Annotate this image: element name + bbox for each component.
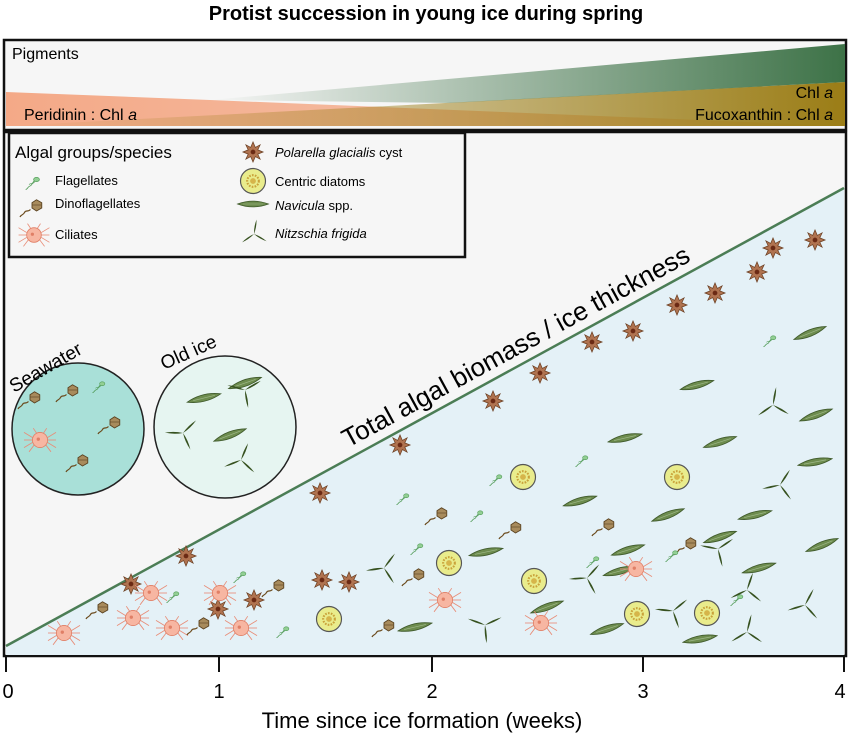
- x-axis: 0 1 2 3 4 Time since ice formation (week…: [2, 655, 846, 733]
- polarella-cyst-icon: [529, 362, 551, 384]
- centric-diatom-icon: [693, 599, 721, 627]
- polarella-cyst-icon: [338, 571, 360, 593]
- polarella-cyst-icon: [762, 237, 784, 259]
- legend-ciliates: Ciliates: [55, 227, 98, 242]
- x-tick-3: 3: [637, 681, 648, 703]
- polarella-cyst-icon: [309, 482, 331, 504]
- polarella-cyst-icon: [622, 320, 644, 342]
- polarella-cyst-icon: [311, 569, 333, 591]
- chl-band: [210, 44, 845, 103]
- x-tick-4: 4: [834, 681, 845, 703]
- seawater-circle: [11, 362, 145, 496]
- legend-nitzschia: Nitzschia frigida: [275, 226, 367, 241]
- x-tick-0: 0: [2, 681, 13, 703]
- legend-centric: Centric diatoms: [275, 174, 366, 189]
- polarella-cyst-icon: [666, 294, 688, 316]
- x-axis-label: Time since ice formation (weeks): [262, 708, 583, 733]
- pigments-panel: Pigments Chl a Peridinin : Chl a Fucoxan…: [2, 38, 848, 132]
- polarella-cyst-icon: [389, 434, 411, 456]
- polarella-cyst-icon: [243, 589, 265, 611]
- legend-dinoflagellates: Dinoflagellates: [55, 196, 141, 211]
- figure-title: Protist succession in young ice during s…: [209, 3, 644, 25]
- centric-diatom-icon: [509, 463, 537, 491]
- centric-diatom-icon: [623, 600, 651, 628]
- chl-label: Chl a: [796, 85, 833, 102]
- polarella-cyst-icon: [704, 282, 726, 304]
- ice-wedge: [6, 188, 844, 655]
- centric-diatom-icon: [315, 605, 343, 633]
- centric-diatom-icon: [435, 549, 463, 577]
- biomass-line: [5, 186, 845, 648]
- legend-flagellates: Flagellates: [55, 173, 118, 188]
- centric-diatom-icon: [663, 463, 691, 491]
- fucoxanthin-label: Fucoxanthin : Chl a: [695, 107, 833, 124]
- peridinin-label: Peridinin : Chl a: [24, 107, 137, 124]
- x-tick-1: 1: [213, 681, 224, 703]
- polarella-cyst-icon: [120, 573, 142, 595]
- polarella-cyst-icon: [175, 545, 197, 567]
- pigments-heading: Pigments: [12, 46, 79, 63]
- x-tick-2: 2: [426, 681, 437, 703]
- legend-diatom-icon: [239, 167, 267, 195]
- polarella-cyst-icon: [746, 261, 768, 283]
- polarella-cyst-icon: [482, 390, 504, 412]
- polarella-cyst-icon: [581, 331, 603, 353]
- old-ice-circle: [153, 355, 297, 499]
- legend-heading: Algal groups/species: [15, 143, 172, 162]
- legend-navicula: Navicula spp.: [275, 198, 353, 213]
- centric-diatom-icon: [520, 567, 548, 595]
- polarella-cyst-icon: [804, 229, 826, 251]
- legend: Algal groups/species Flagellates Dinofla…: [7, 131, 467, 259]
- legend-cyst-icon: [242, 141, 264, 163]
- legend-polarella: Polarella glacialis cyst: [275, 145, 403, 160]
